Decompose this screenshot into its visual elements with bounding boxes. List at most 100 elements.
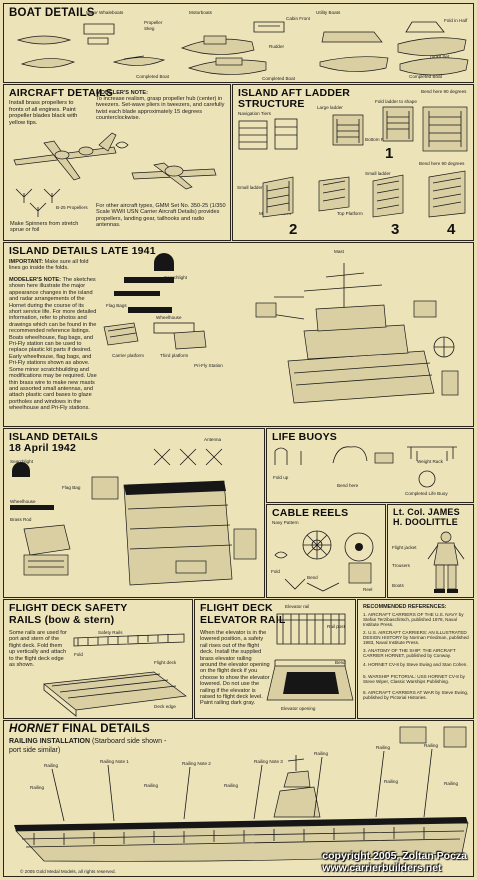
ladder-right-column-drawing xyxy=(422,106,468,152)
ladder-step-3: 3 xyxy=(391,221,400,238)
doolittle-label-boots: Boots xyxy=(392,583,404,588)
elevator-rail-diagrams xyxy=(266,613,354,701)
copyright-line-1: copyright 2005, Zoltan Pocza xyxy=(322,850,467,862)
cable-reels-title: CABLE REELS xyxy=(272,507,349,519)
final-sub-line1: RAILING INSTALLATION (Starboard side sho… xyxy=(9,738,166,746)
railing-label-10: Railing xyxy=(224,783,239,788)
island-1942-panel: ISLAND DETAILS 18 April 1942 Wheelhouse … xyxy=(3,428,265,598)
boat-label-utility: Utility Boats xyxy=(316,10,341,15)
ladder-label-fold: Fold ladder to shape xyxy=(375,99,417,104)
ladder-step1-drawing xyxy=(238,106,414,150)
railing-label-8: Railing xyxy=(30,785,45,790)
reference-2: 2. U.S. AIRCRAFT CARRIERS: AN ILLUSTRATE… xyxy=(363,630,469,646)
searchlight-icon xyxy=(154,253,174,271)
important-text: Make sure all fold lines go inside the f… xyxy=(9,259,89,272)
final-title-rest: FINAL DETAILS xyxy=(58,723,150,735)
boat-label-fold: Fold in Half xyxy=(444,18,468,23)
b25-bomber-drawing xyxy=(13,132,117,181)
island-1941-label-prifly: Pri-Fly Station xyxy=(194,363,223,368)
cable-reels-panel: CABLE REELS Navy Pattern Fold Bend Reel xyxy=(266,504,386,598)
safety-rail-diagrams xyxy=(43,633,187,717)
safety-rails-title-1: FLIGHT DECK SAFETY xyxy=(9,602,128,614)
spinner-text: Make Spinners from stretch sprue or foil xyxy=(10,221,79,234)
railing-label-3: Railing Note 2 xyxy=(182,761,211,766)
doolittle-title-1: Lt. Col. JAMES xyxy=(393,507,460,517)
island-1941-important: IMPORTANT: Make sure all fold lines go i… xyxy=(9,259,94,272)
rails-label-fold: Fold xyxy=(74,652,83,657)
elevator-label-bend: Bend xyxy=(335,660,346,665)
island-1942-title-2: 18 April 1942 xyxy=(9,442,76,454)
elevator-label-opening: Elevator opening xyxy=(281,706,316,711)
safety-rails-title-2: RAILS (bow & stern) xyxy=(9,614,115,626)
motorboat-drawings xyxy=(181,21,285,75)
ladder-sub: Navigation Tiers xyxy=(238,111,271,116)
whaleboat-drawings xyxy=(16,23,166,68)
elevator-title-1: FLIGHT DECK xyxy=(200,602,273,614)
life-buoys-panel: LIFE BUOYS Fold up Bend here Completed L… xyxy=(266,428,474,503)
final-footer: © 2005 Gold Medal Models, all rights res… xyxy=(20,869,116,874)
ladder-panel: ISLAND AFT LADDER STRUCTURE Navigation T… xyxy=(232,84,474,241)
ladder-label-top: Top Platform xyxy=(337,211,363,216)
elevator-label-post: Rail post xyxy=(327,624,345,629)
aircraft-note-text: To increase realism, grasp propeller hub… xyxy=(96,96,225,122)
ladder-label-bend-1: Bend here 90 degrees xyxy=(421,89,467,94)
boat-label-completed-2: Completed Boat xyxy=(262,76,295,81)
boat-label-skeg: Skeg xyxy=(144,26,155,31)
references-panel: RECOMMENDED REFERENCES: 1. AIRCRAFT CARR… xyxy=(357,599,474,719)
boat-label-completed-3: Completed Boat xyxy=(409,74,442,79)
railing-label-13: Railing xyxy=(444,781,459,786)
cable-reels-sub: Navy Pattern xyxy=(272,520,299,525)
aircraft-details-panel: AIRCRAFT DETAILS Install brass propeller… xyxy=(3,84,231,241)
propeller-icons xyxy=(15,188,61,217)
hornet-hull-drawing xyxy=(14,726,469,862)
prop-label: B-25 Propellers xyxy=(56,205,88,210)
ladder-label-bend-2: Bend here 90 degrees xyxy=(419,161,465,166)
flag-bag-drawings xyxy=(103,322,207,350)
elevator-rail-panel: FLIGHT DECK ELEVATOR RAIL When the eleva… xyxy=(194,599,356,719)
railing-label-12: Railing xyxy=(384,779,399,784)
final-title: HORNET FINAL DETAILS xyxy=(9,723,150,736)
buoys-label-weight: Weight Rack xyxy=(417,459,443,464)
spinner-diagram xyxy=(115,141,129,149)
reference-1: 1. AIRCRAFT CARRIERS OF THE U.S. NAVY by… xyxy=(363,612,464,628)
final-details-panel: HORNET FINAL DETAILS RAILING INSTALLATIO… xyxy=(3,720,474,877)
island-1942-label-antenna: Antenna xyxy=(204,437,222,442)
railing-label-5: Railing xyxy=(314,751,329,756)
rails-label-flightdeck: Flight deck xyxy=(154,660,177,665)
island-1941-structure xyxy=(255,263,459,404)
important-head: IMPORTANT: xyxy=(9,259,44,265)
island-1941-panel: ISLAND DETAILS LATE 1941 IMPORTANT: Make… xyxy=(3,242,474,427)
copyright-line-2: www.carrierbuilders.net xyxy=(322,862,442,874)
boat-details-panel: BOAT DETAILS Motor Whaleboats Motorboats… xyxy=(3,3,474,83)
reference-5: 5. WARSHIP PICTORIAL: USS HORNET CV-8 by… xyxy=(363,674,465,685)
fighter-drawing xyxy=(131,162,217,190)
reels-label-bend: Bend xyxy=(307,575,318,580)
safety-rails-panel: FLIGHT DECK SAFETY RAILS (bow & stern) S… xyxy=(3,599,193,719)
final-sub-rest: (Starboard side shown - xyxy=(90,738,167,745)
island-1942-label-flagbag: Flag Bag xyxy=(62,485,81,490)
reference-4: 4. HORNET CV-8 by Steve Ewing and Stan C… xyxy=(363,662,468,667)
ladder-step-4: 4 xyxy=(447,221,456,238)
island-note-head: MODELER'S NOTE: xyxy=(9,277,61,283)
ladder-title-2: STRUCTURE xyxy=(238,98,305,110)
ladder-title-1: ISLAND AFT LADDER xyxy=(238,87,351,99)
reference-3: 3. ANATOMY OF THE SHIP: THE AIRCRAFT CAR… xyxy=(363,648,456,659)
final-sub-line2: port side similar) xyxy=(9,747,61,754)
final-sub: RAILING INSTALLATION xyxy=(9,738,91,745)
aircraft-other-text: For other aircraft types, GMM Set No. 35… xyxy=(96,203,226,229)
railing-label-7: Railing xyxy=(424,743,439,748)
safety-rails-text: Some rails are used for port and stern o… xyxy=(9,630,67,669)
island-note-text: The sketches shown here illustrate the m… xyxy=(9,277,97,412)
copyright-watermark: copyright 2005, Zoltan Pocza www.carrier… xyxy=(322,850,467,874)
island-1941-label-third: Third platform xyxy=(160,353,189,358)
life-buoy-diagrams xyxy=(274,446,457,488)
boat-diagrams xyxy=(16,21,469,76)
island-1942-label-wheelhouse: Wheelhouse xyxy=(10,499,36,504)
doolittle-figure xyxy=(427,531,465,593)
buoys-label-fold: Fold up xyxy=(273,475,289,480)
rails-label-safety: Safety Rails xyxy=(98,630,123,635)
island-1941-title: ISLAND DETAILS LATE 1941 xyxy=(9,245,156,257)
rails-label-deckedge: Deck edge xyxy=(154,704,176,709)
boat-label-completed-1: Completed Boat xyxy=(136,74,169,79)
